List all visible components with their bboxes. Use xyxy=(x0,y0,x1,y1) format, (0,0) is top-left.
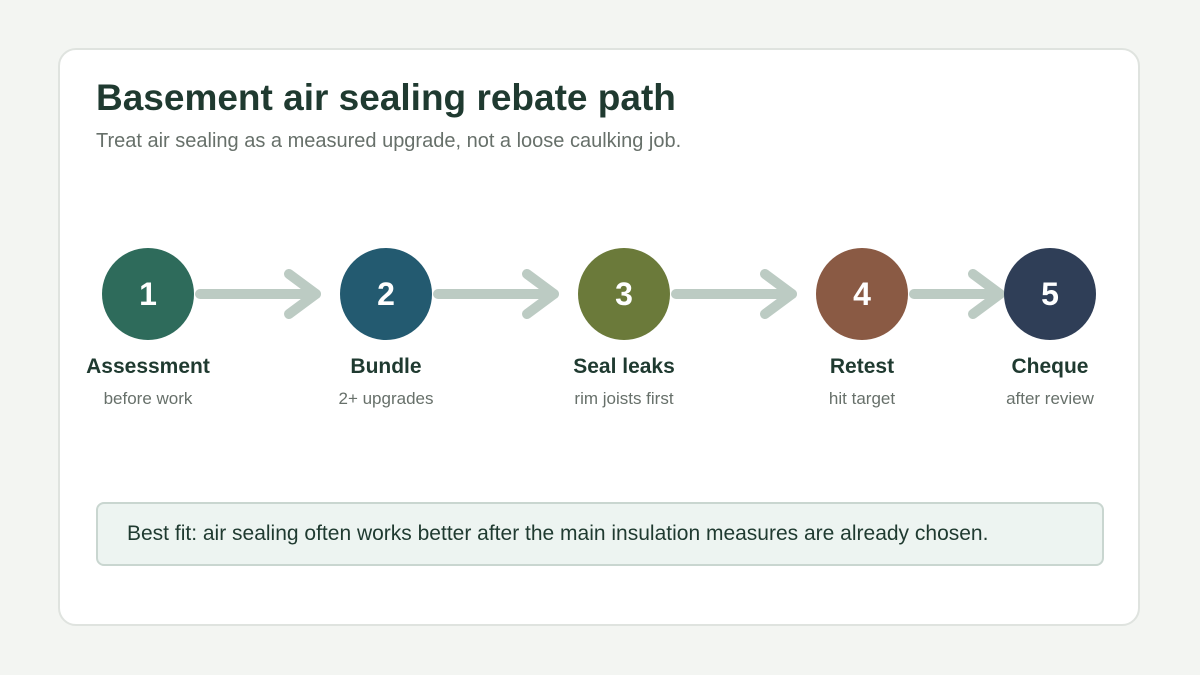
step-3-sublabel: rim joists first xyxy=(574,389,674,408)
best-fit-note: Best fit: air sealing often works better… xyxy=(96,502,1104,566)
step-2-sublabel: 2+ upgrades xyxy=(338,389,434,408)
step-1-circle: 1 xyxy=(102,248,194,340)
step-3-label: Seal leaks xyxy=(573,355,675,378)
arrow-3-to-4 xyxy=(671,269,797,319)
arrow-1-to-2 xyxy=(195,269,321,319)
step-5-circle: 5 xyxy=(1004,248,1096,340)
step-5-sublabel: after review xyxy=(1006,389,1094,408)
step-1-sublabel: before work xyxy=(103,389,193,408)
step-3-circle: 3 xyxy=(578,248,670,340)
step-1-label: Assessment xyxy=(86,355,210,378)
step-4-circle: 4 xyxy=(816,248,908,340)
step-5-label: Cheque xyxy=(1011,355,1089,378)
arrow-4-to-5 xyxy=(909,269,1005,319)
step-4-sublabel: hit target xyxy=(828,389,896,408)
page-title: Basement air sealing rebate path xyxy=(96,77,676,118)
page-subtitle: Treat air sealing as a measured upgrade,… xyxy=(96,130,682,152)
step-2-label: Bundle xyxy=(350,355,422,378)
step-2-circle: 2 xyxy=(340,248,432,340)
step-4-label: Retest xyxy=(829,355,895,378)
arrow-2-to-3 xyxy=(433,269,559,319)
